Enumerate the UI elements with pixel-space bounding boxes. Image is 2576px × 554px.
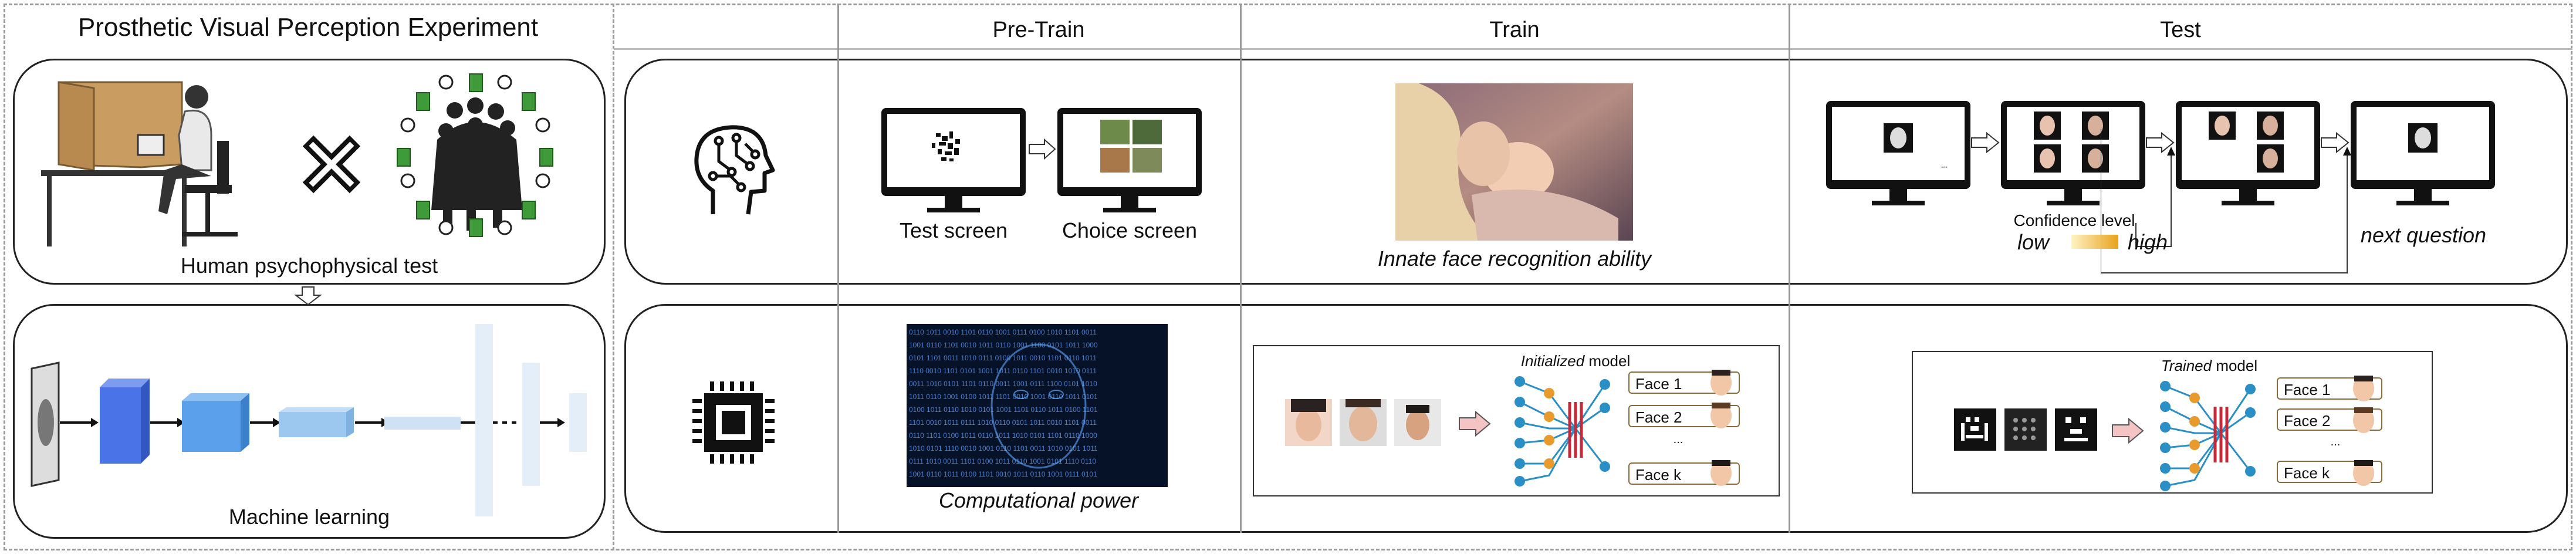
svg-text:1110 0010 1101 0101 1001 1011: 1110 0010 1101 0101 1001 1011 0110 1101 … <box>909 367 1097 375</box>
ml-illustration <box>31 324 587 516</box>
svg-text:0011 1010 0101 1101 0110 0011: 0011 1010 0101 1101 0110 0011 1001 0111 … <box>909 380 1097 388</box>
right-arrow-test-1 <box>1971 132 2000 153</box>
train-network-box <box>1253 345 1780 496</box>
column-header-train: Train <box>1489 18 1540 42</box>
initialized-word: Initialized <box>1520 352 1585 370</box>
test-model-word: model <box>2216 357 2258 374</box>
cross-icon <box>302 135 361 194</box>
column-header-test: Test <box>2160 18 2201 42</box>
cpu-chip-icon <box>692 381 775 464</box>
model-word: model <box>1588 352 1631 370</box>
svg-text:1011 0110 1001 0100 1011 1101: 1011 0110 1001 0100 1011 1101 0010 1001 … <box>909 393 1098 401</box>
test-screen-monitor <box>881 108 1026 212</box>
innate-face-caption: Innate face recognition ability <box>1377 246 1652 271</box>
confidence-low-label: low <box>2017 230 2050 254</box>
right-arrow-test-2 <box>2146 132 2175 153</box>
svg-text:1001 0110 1101 0010 1011 0110: 1001 0110 1101 0010 1011 0110 1001 1100 … <box>909 341 1098 349</box>
col-divider-3-top <box>1789 59 1790 533</box>
svg-text:0110 1011 0010 1101 0110 1001: 0110 1011 0010 1101 0110 1001 0111 0100 … <box>909 328 1097 336</box>
svg-text:0110 1101 0100 1011 0110 1011: 0110 1101 0100 1011 0110 1011 1010 0101 … <box>909 431 1097 440</box>
initialized-network-icon <box>1515 376 1610 487</box>
confidence-gradient-bar <box>2071 235 2118 249</box>
trained-model-label: Trained model <box>2151 357 2268 375</box>
test-screen-caption: Test screen <box>899 218 1008 242</box>
header-underline <box>614 48 2572 50</box>
test-phosphene-thumbnails <box>1954 408 2097 451</box>
confidence-high-label: high <box>2127 230 2168 254</box>
human-test-illustration <box>41 81 238 246</box>
outer-frame <box>4 4 2572 550</box>
test-monitor-1: ◦◦◦ <box>1826 101 1970 205</box>
svg-text:1001 0110 1011 0100 1101 0010: 1001 0110 1011 0100 1101 0010 1011 0110 … <box>909 470 1097 478</box>
mother-baby-photo <box>1395 83 1633 241</box>
computational-power-caption: Computational power <box>938 488 1139 512</box>
ml-caption: Machine learning <box>228 505 390 529</box>
binary-code-image: 0110 1011 0010 1101 0110 1001 0111 0100 … <box>907 324 1168 487</box>
column-header-pretrain: Pre-Train <box>992 18 1085 42</box>
svg-text:0111 1010 0011 1101 0100 1011: 0111 1010 0011 1101 0100 1011 0110 1001 … <box>909 457 1096 465</box>
svg-text:0100 1011 0110 1010 0101 1001: 0100 1011 0110 1010 0101 1001 1101 0110 … <box>909 406 1098 414</box>
choice-screen-monitor <box>1057 108 1202 212</box>
col-divider-1-top <box>837 59 839 533</box>
next-question-caption: next question <box>2360 223 2487 247</box>
confidence-feedback-lines <box>2101 129 2351 273</box>
svg-text:0101 1101 0011 1010 0111 0100: 0101 1101 0011 1010 0111 0100 1011 0010 … <box>909 354 1097 362</box>
human-test-caption: Human psychophysical test <box>180 254 438 278</box>
test-face-ellipsis: ... <box>2330 435 2341 448</box>
train-face-icons <box>1710 370 1732 486</box>
left-divider <box>613 4 614 550</box>
col-divider-2-top <box>1240 59 1242 533</box>
left-panel-title: Prosthetic Visual Perception Experiment <box>77 13 539 42</box>
test-monitor-4 <box>2351 101 2495 205</box>
initialized-model-label: Initialized model <box>1511 352 1640 370</box>
train-face-ellipsis: ... <box>1673 433 1683 446</box>
pink-arrow-test <box>2112 418 2144 444</box>
down-arrow <box>294 286 322 306</box>
test-monitor-3 <box>2176 101 2320 205</box>
svg-text:◦◦◦: ◦◦◦ <box>1941 164 1948 171</box>
train-face-thumbnails <box>1285 399 1441 446</box>
test-monitor-2 <box>2001 101 2145 205</box>
test-face-icons <box>2353 376 2374 486</box>
crowd-illustration <box>397 73 553 237</box>
choice-screen-caption: Choice screen <box>1061 218 1198 242</box>
head-circuit-icon <box>694 125 775 215</box>
right-arrow-test-3 <box>2321 132 2349 153</box>
trained-word: Trained <box>2161 357 2212 374</box>
pink-arrow-train <box>1459 411 1491 437</box>
test-network-box <box>1912 351 2433 494</box>
confidence-level-label: Confidence level <box>2013 211 2135 229</box>
trained-network-icon <box>2160 381 2256 491</box>
right-arrow-pretrain <box>1029 138 1056 160</box>
svg-text:1101 0010 1011 0111 1010 0110: 1101 0010 1011 0111 1010 0110 0101 1011 … <box>909 418 1097 427</box>
